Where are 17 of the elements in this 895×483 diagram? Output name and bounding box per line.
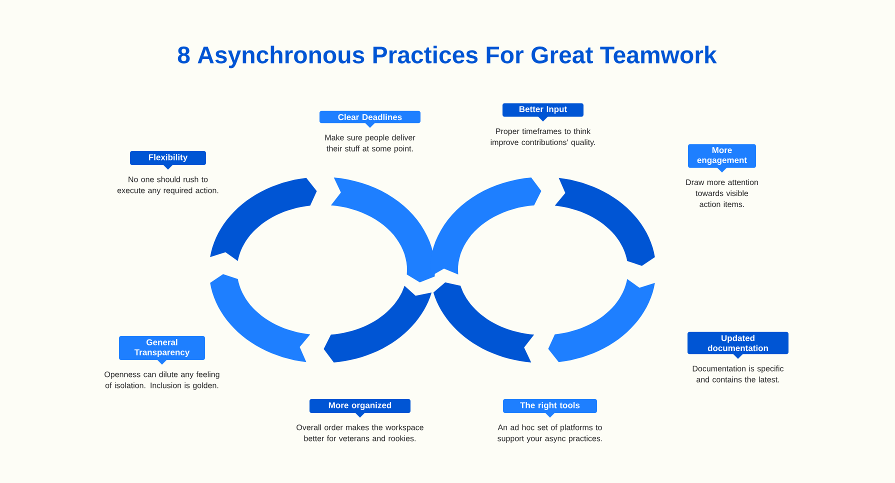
callout-text: Make sure people deliver their stuff at some point. xyxy=(325,134,416,153)
callout-box: The right tools xyxy=(503,399,597,418)
callout-box: General Transparency xyxy=(119,336,205,365)
callout-box: More engagement xyxy=(688,144,756,173)
callout-text: Proper timeframes to think improve contributions' quality. xyxy=(490,128,595,147)
title: 8 Asynchronous Practices For Great Teamwork xyxy=(178,46,717,68)
callout-text: Draw more attention towards visible action items. xyxy=(686,179,758,208)
callout-box: Flexibility xyxy=(130,151,206,170)
callout-text: Openness can dilute any feeling of isolation. Inclusion is golden. xyxy=(104,371,220,390)
callout-text: Documentation is specific and contains the latest. xyxy=(692,366,784,382)
callout-box: More organized xyxy=(310,399,410,418)
callout-text: An ad hoc set of platforms to support your async practices. xyxy=(498,424,602,443)
callout-box: Clear Deadlines xyxy=(320,110,420,128)
callout-text: Overall order makes the workspace better for veterans and rookies. xyxy=(296,424,424,442)
callout-box: Updated documentation xyxy=(688,332,788,359)
callout-box: Better Input xyxy=(502,103,584,122)
callout-text: No one should rush to execute any required action. xyxy=(117,176,218,195)
